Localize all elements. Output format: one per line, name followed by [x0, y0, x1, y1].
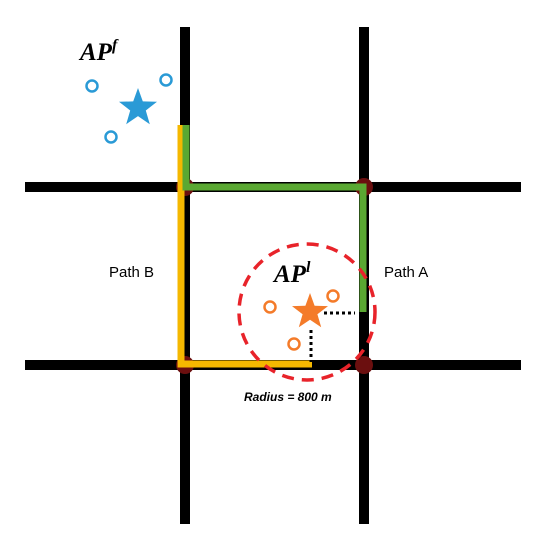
leader-point-2	[326, 289, 340, 303]
road-vertical-left	[180, 27, 190, 524]
follower-point-1	[85, 79, 99, 93]
leader-star-icon	[292, 293, 328, 328]
leader-point-1	[263, 300, 277, 314]
path-a-route	[182, 125, 367, 312]
follower-star-icon	[119, 88, 157, 125]
road-grid	[25, 27, 521, 524]
path-b-label: Path B	[109, 264, 154, 281]
follower-ap-label: APf	[78, 37, 119, 66]
leader-ap-label: APl	[272, 259, 311, 288]
leader-ap-label-sup: l	[306, 259, 311, 276]
follower-ap-label-base: AP	[78, 39, 113, 66]
leader-point-3	[287, 337, 301, 351]
intersection-bottom-right	[355, 356, 373, 374]
leader-ap-label-base: AP	[272, 261, 307, 288]
follower-point-2	[159, 73, 173, 87]
follower-ap	[85, 73, 173, 144]
radius-indicator	[309, 311, 355, 362]
path-a-label: Path A	[384, 264, 428, 281]
leader-ap	[263, 289, 340, 351]
radius-label: Radius = 800 m	[244, 390, 332, 404]
radius-circle	[237, 242, 377, 382]
follower-ap-label-sup: f	[112, 37, 119, 54]
path-b-route	[177, 125, 312, 368]
follower-point-3	[104, 130, 118, 144]
